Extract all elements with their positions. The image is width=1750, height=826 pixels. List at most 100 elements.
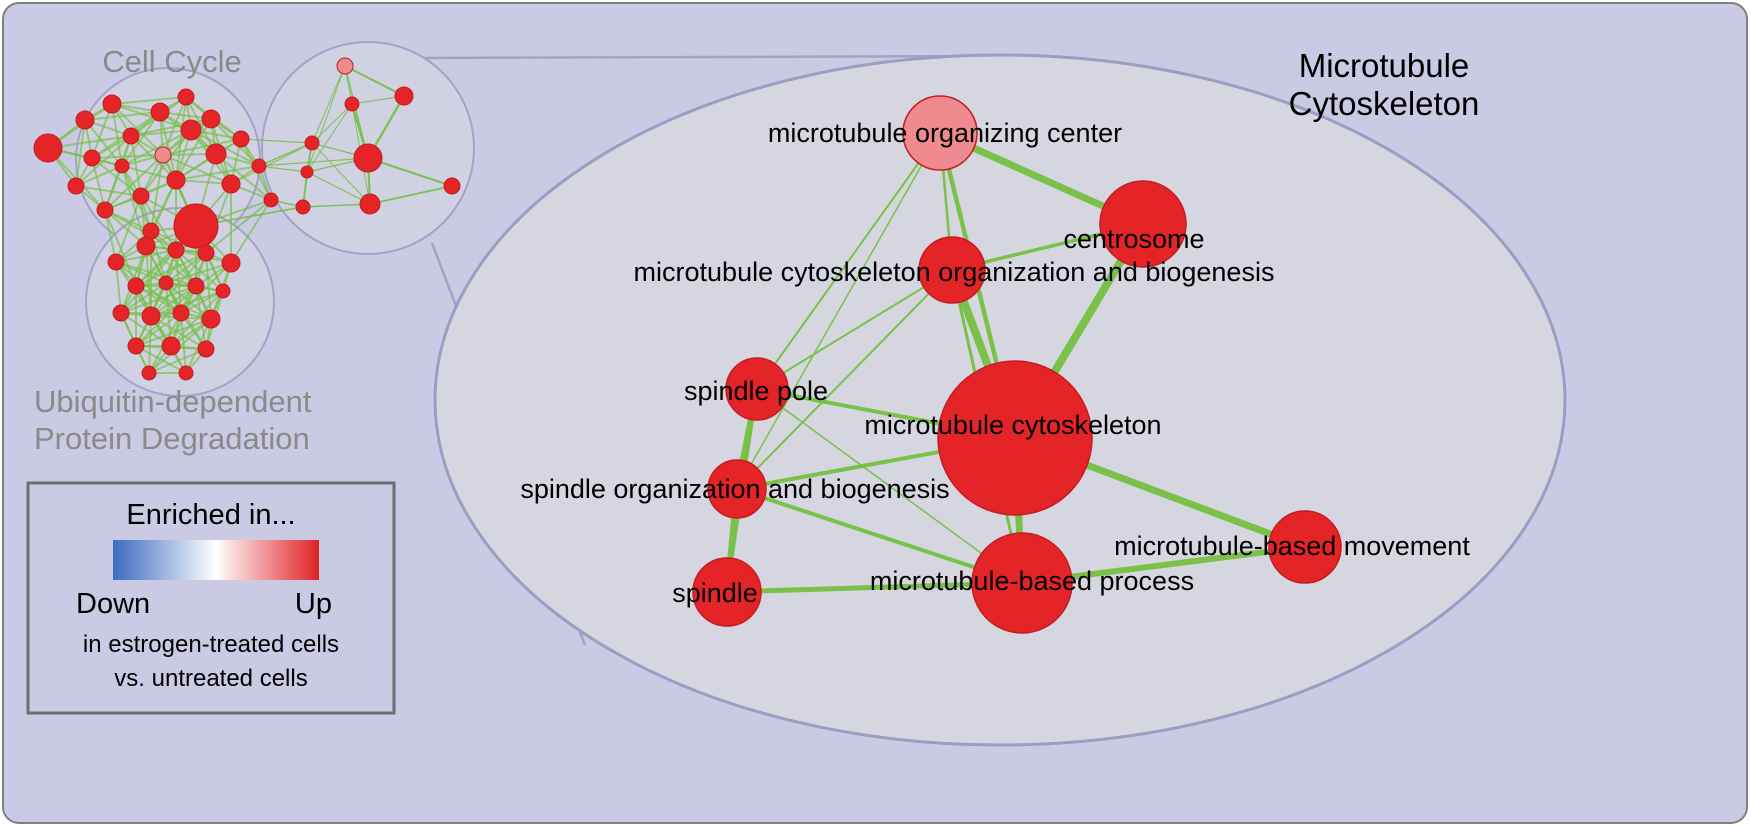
overview-node-cc20 [251,158,267,174]
network-edge [311,65,346,144]
legend-up-label: Up [295,588,332,620]
legend: Enriched in... Down Up in estrogen-treat… [26,481,396,715]
network-edge [756,132,941,390]
overview-node-cc1 [33,133,63,163]
network-edge [135,318,212,347]
network-edge [736,132,941,490]
overview-node-ub5 [221,253,241,273]
network-edge [306,171,371,205]
overview-node-ub6 [127,277,145,295]
overview-node-ub18 [178,365,194,381]
network-edge [162,154,232,185]
overview-node-ub2 [136,236,156,256]
zoom-title-line2: Cytoskeleton [1289,85,1480,122]
overview-node-cc6 [122,127,140,145]
network-edge [150,315,207,350]
zoom-network-nodes [692,95,1342,634]
network-edge [104,209,117,263]
node-centrosome [1099,180,1187,268]
network-edge [120,282,167,314]
overview-node-cc14 [201,109,221,129]
overview-node-cc21 [263,192,279,208]
overview-node-ub12 [172,304,190,322]
network-edge [258,157,369,167]
cluster-label-ubiquitin-line2: Protein Degradation [34,421,310,456]
node-mt_cyto [937,360,1093,516]
overview-node-cc11 [154,146,172,164]
network-edge [91,157,106,211]
node-label-spindle_org: spindle organization and biogenesis [520,474,949,504]
node-mcob [918,236,986,304]
overview-node-cc17 [166,170,186,190]
overview-node-ub14 [127,337,145,355]
overview-node-ub8 [187,277,205,295]
network-edge [258,165,308,173]
network-edge [175,165,260,181]
overview-node-spindle [295,199,311,215]
node-label-mcob: microtubule cytoskeleton organization an… [634,257,1275,287]
network-edge [135,285,212,320]
network-edge [230,199,272,264]
network-edge [91,103,113,159]
overview-node-cc4 [67,177,85,195]
network-edge [121,129,192,167]
overview-node-spindle_pole [304,135,320,151]
network-edge [84,119,123,167]
overview-node-cc13 [180,119,202,141]
network-edge [343,64,406,98]
overview-node-cc12 [177,88,195,106]
legend-caption-line1: in estrogen-treated cells [83,631,339,658]
node-label-mt_movement: microtubule-based movement [1114,531,1470,561]
overview-node-ub3 [167,241,185,259]
node-moc [902,95,978,171]
network-edge [175,118,212,181]
node-mt_movement [1268,510,1342,584]
overview-nodes [33,57,461,381]
network-edge [165,262,232,284]
node-spindle_pole [725,357,789,421]
node-label-mt_process: microtubule-based process [870,566,1194,596]
network-edge [135,312,182,347]
network-edge [311,142,371,205]
network-edge [135,249,177,287]
network-edge [115,261,122,314]
network-edge [111,96,187,105]
overview-node-cc10 [150,102,170,122]
overview-node-cc16 [221,174,241,194]
overview-node-ub17 [141,365,157,381]
node-mt_process [971,532,1073,634]
network-edge [120,285,197,314]
overview-node-centrosome [394,86,414,106]
network-edge [302,203,371,208]
network-edge [140,195,177,251]
overview-node-ub16 [197,340,215,358]
overview-node-cc3 [83,149,101,167]
overview-node-cc5 [102,94,122,114]
overview-node-ub7 [158,275,174,291]
overview-node-cc15 [205,143,227,165]
overview-node-mt_cyto [353,143,383,173]
zoom-title-line1: Microtubule [1299,47,1470,84]
network-edge [756,269,953,390]
network-edge [366,156,454,188]
overview-node-moc [336,57,354,75]
cluster-label-ubiquitin-line1: Ubiquitin-dependent [34,384,312,419]
node-label-spindle: spindle [672,578,758,608]
network-edge [162,138,242,156]
node-label-mt_cyto: microtubule cytoskeleton [864,410,1161,440]
network-edge [104,154,164,211]
network-edge [162,96,187,156]
overview-node-cc7 [114,158,130,174]
cluster-label-cell-cycle: Cell Cycle [102,44,242,79]
zoom-network-labels: microtubule organizing centercentrosomem… [520,118,1470,608]
overview-node-cc2 [75,110,95,130]
network-edge [121,111,161,167]
network-edge [736,269,953,490]
node-label-centrosome: centrosome [1063,224,1204,254]
network-edge [306,65,346,173]
network-edge [240,138,313,144]
network-edge [104,209,177,251]
network-edge [115,195,142,263]
